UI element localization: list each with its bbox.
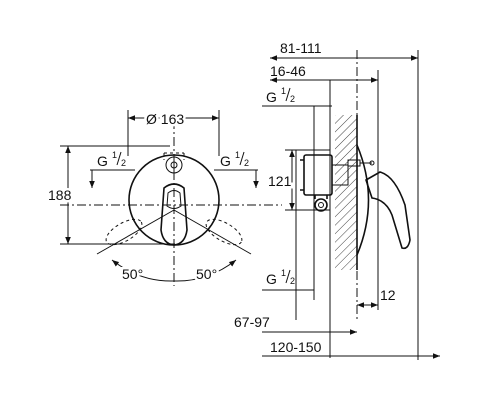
thread-bottom-label: G <box>266 271 277 287</box>
angle-arc-right <box>173 259 237 282</box>
front-view: Ø 163 188 G 1 2 G 1 2 <box>46 109 282 286</box>
thread-bottom-num: 1 <box>281 268 286 278</box>
dim-121-label: 121 <box>268 173 292 189</box>
thread-right-frac-slash <box>239 151 245 166</box>
thread-left-label: G <box>97 153 108 169</box>
swing-line-left <box>96 209 175 255</box>
thread-top-label: G <box>266 89 277 105</box>
wall-section <box>335 115 357 270</box>
side-view: 81-111 16-46 G 1 2 121 <box>234 40 440 360</box>
diameter-label: Ø 163 <box>146 111 184 127</box>
lever-side <box>365 171 411 250</box>
valve-port <box>314 198 328 212</box>
lever-handle-inner <box>166 190 182 209</box>
swing-line-right <box>173 209 252 255</box>
dim-81-111-label: 81-111 <box>280 40 322 56</box>
thread-bottom-frac-slash <box>285 269 291 284</box>
thread-top-den: 2 <box>290 94 295 104</box>
thread-left-den: 2 <box>121 158 126 168</box>
lever-handle <box>160 183 188 246</box>
diverter-bracket <box>163 152 185 160</box>
thread-bottom-den: 2 <box>290 276 295 286</box>
thread-right-label: G <box>220 153 231 169</box>
dim-12-label: 12 <box>380 287 396 303</box>
dim-67-97-label: 67-97 <box>234 314 270 330</box>
ghost-handle-left <box>105 218 143 246</box>
thread-left-frac-slash <box>116 151 122 166</box>
thread-left-num: 1 <box>112 150 117 160</box>
angle-right-label: 50° <box>196 266 217 282</box>
height-label: 188 <box>48 187 72 203</box>
angle-left-label: 50° <box>122 266 143 282</box>
valve-body <box>300 154 375 212</box>
angle-arc-left <box>111 259 175 282</box>
thread-right-num: 1 <box>235 150 240 160</box>
thread-right-den: 2 <box>244 158 249 168</box>
dim-16-46-label: 16-46 <box>270 63 306 79</box>
escutcheon-cover <box>356 144 370 256</box>
thread-top-num: 1 <box>281 86 286 96</box>
dim-120-150-label: 120-150 <box>270 339 322 355</box>
thread-top-frac-slash <box>285 87 291 102</box>
ghost-handle-right <box>205 218 243 246</box>
